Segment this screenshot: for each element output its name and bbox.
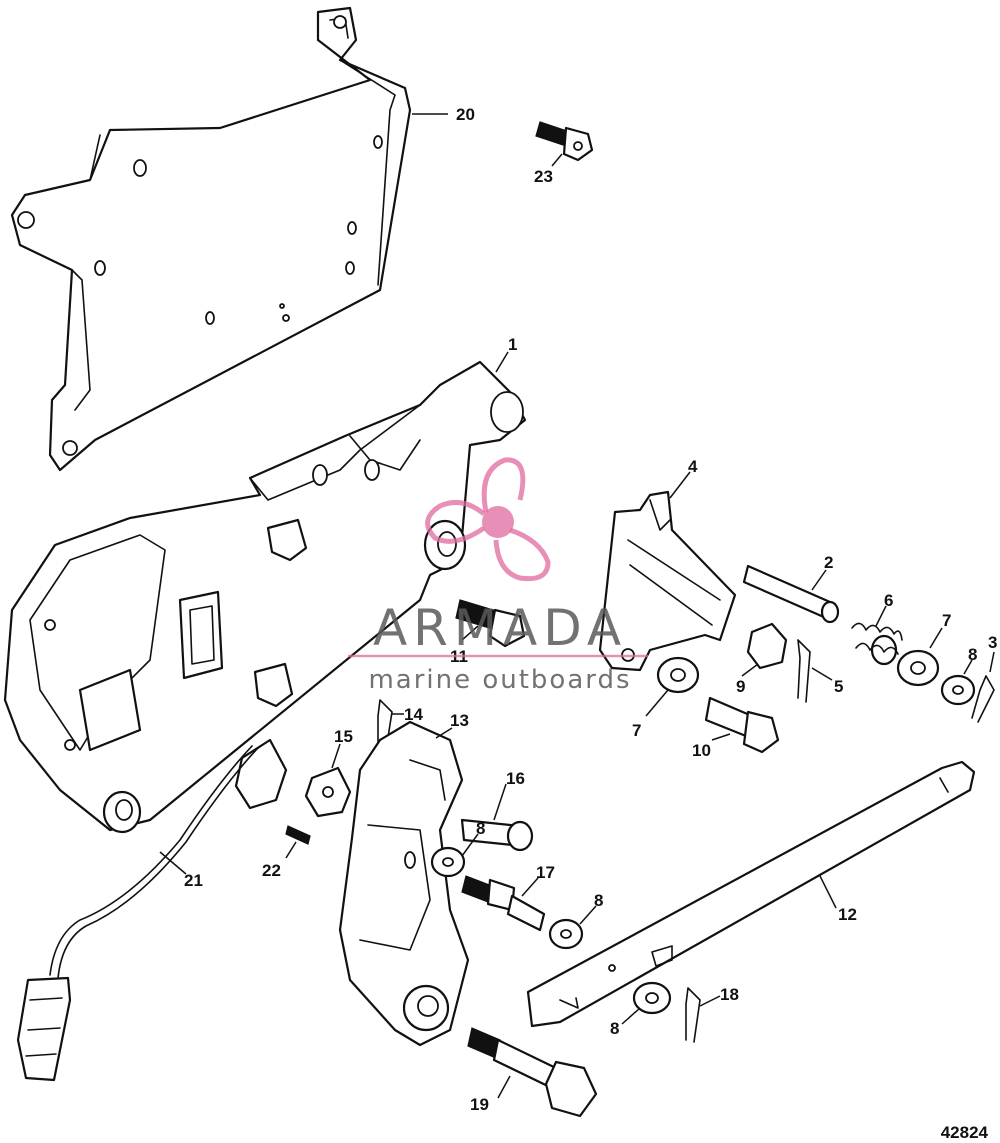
washer-8-bottom [632,981,672,1015]
callout-labels: 1 2 3 4 5 6 7 7 8 8 8 8 9 10 11 12 13 14… [184,105,997,1114]
flange-bolt-23 [535,121,594,162]
detent-bracket-4 [598,490,737,672]
shift-lever-bracket [3,360,527,834]
callout-4: 4 [688,457,698,476]
cotter-pin-5 [797,639,811,703]
callout-8-middle: 8 [476,819,485,838]
callout-7-left: 7 [632,721,641,740]
callout-10: 10 [692,741,711,760]
watermark-tagline: marine outboards [368,665,631,695]
shoulder-bolt-19 [467,1027,598,1118]
shift-link-rod-12 [526,760,976,1028]
pin-2 [742,564,840,624]
watermark-brand: ARMADA [373,599,627,657]
bushing-9 [746,622,788,670]
callout-16: 16 [506,769,525,788]
sensor-harness-21 [16,738,288,1082]
washer-8-middle [430,846,466,878]
callout-22: 22 [262,861,281,880]
callout-2: 2 [824,553,833,572]
callout-14: 14 [404,705,423,724]
callout-21: 21 [184,871,203,890]
callout-13: 13 [450,711,469,730]
callout-8-lower: 8 [594,891,603,910]
callout-8-bottom: 8 [610,1019,619,1038]
callout-19: 19 [470,1095,489,1114]
callout-6: 6 [884,591,893,610]
washer-7-left [656,656,700,694]
pin-16 [460,818,534,852]
shift-lever-arm-13 [338,720,470,1047]
washer-7-right [896,649,940,687]
spring-6 [851,622,903,666]
callout-12: 12 [838,905,857,924]
callout-17: 17 [536,863,555,882]
cotter-pin-18 [685,987,701,1043]
callout-18: 18 [720,985,739,1004]
callout-8-right: 8 [968,645,977,664]
cotter-pin-3 [971,675,995,723]
callout-9: 9 [736,677,745,696]
callout-15: 15 [334,727,353,746]
callout-20: 20 [456,105,475,124]
callout-23: 23 [534,167,553,186]
bolt-11 [455,599,526,648]
hex-bolt-10 [704,696,780,754]
washer-8-right [940,674,976,706]
figure-number: 42824 [941,1123,989,1142]
leader-lines [159,113,995,1099]
washer-8-lower [548,918,584,950]
mounting-bracket-plate [10,6,412,472]
stud-17 [461,875,546,932]
propeller-logo-icon [425,457,551,582]
callout-5: 5 [834,677,843,696]
callout-1: 1 [508,335,517,354]
nut-plate-15 [304,766,352,818]
screw-22 [285,825,311,845]
callout-7-right: 7 [942,611,951,630]
callout-3: 3 [988,633,997,652]
watermark: ARMADA marine outboards [348,457,648,695]
